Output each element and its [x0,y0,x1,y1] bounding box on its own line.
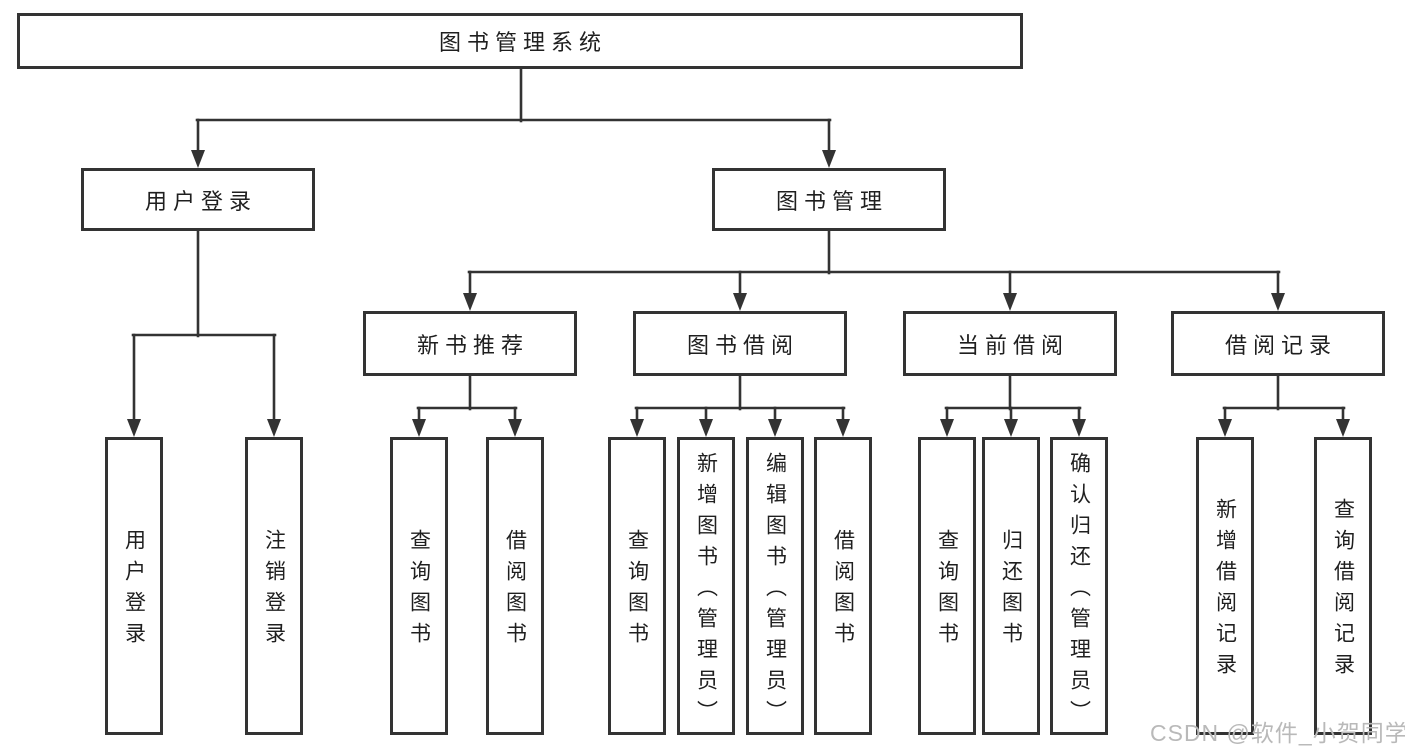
leaf-query-books-recommend: 查询图书 [390,437,448,735]
node-label: 新增借阅记录 [1213,498,1237,684]
arrowhead [1004,419,1018,437]
node-label: 用户登录 [144,188,257,214]
arrowhead [1336,419,1350,437]
arrowhead [733,293,747,311]
watermark-text: CSDN @软件_小贺同学 [1150,720,1405,746]
leaf-edit-books-admin: 编辑图书（管理员） [746,437,804,735]
node-label: 借阅图书 [503,529,527,653]
leaf-borrow-books-recommend: 借阅图书 [486,437,544,735]
arrowhead [127,419,141,437]
node-label: 注销登录 [262,529,286,653]
arrowhead [630,419,644,437]
node-label: 用户登录 [122,529,146,653]
arrowhead [1218,419,1232,437]
node-label: 确认归还（管理员） [1067,451,1091,731]
node-label: 查询图书 [625,529,649,653]
leaf-query-borrow-record: 查询借阅记录 [1314,437,1372,735]
node-label: 当前借阅 [956,332,1069,358]
leaf-query-books-current: 查询图书 [918,437,976,735]
leaf-logout: 注销登录 [245,437,303,735]
node-current-borrow: 当前借阅 [903,311,1117,376]
arrowhead [508,419,522,437]
node-label: 归还图书 [999,529,1023,653]
arrowhead [836,419,850,437]
node-label: 借阅图书 [831,529,855,653]
arrowhead [822,150,836,168]
arrowhead [1072,419,1086,437]
arrowhead [1271,293,1285,311]
arrowhead [699,419,713,437]
leaf-borrow-books: 借阅图书 [814,437,872,735]
arrowhead [940,419,954,437]
node-label: 查询借阅记录 [1331,498,1355,684]
node-library-system: 图书管理系统 [17,13,1023,69]
leaf-add-books-admin: 新增图书（管理员） [677,437,735,735]
node-label: 图书借阅 [686,332,799,358]
arrowhead [463,293,477,311]
node-label: 图书管理系统 [438,30,607,55]
node-user-login-group: 用户登录 [81,168,315,231]
arrowhead [768,419,782,437]
node-borrow-records: 借阅记录 [1171,311,1385,376]
node-book-management: 图书管理 [712,168,946,231]
node-label: 新增图书（管理员） [694,451,718,731]
leaf-add-borrow-record: 新增借阅记录 [1196,437,1254,735]
node-new-book-recommend: 新书推荐 [363,311,577,376]
arrowhead [1003,293,1017,311]
leaf-query-books-borrow: 查询图书 [608,437,666,735]
node-book-borrow: 图书借阅 [633,311,847,376]
node-label: 借阅记录 [1224,332,1337,358]
leaf-user-login: 用户登录 [105,437,163,735]
leaf-confirm-return-admin: 确认归还（管理员） [1050,437,1108,735]
node-label: 图书管理 [775,188,888,214]
node-label: 查询图书 [407,529,431,653]
arrowhead [412,419,426,437]
arrowhead [191,150,205,168]
node-label: 新书推荐 [416,332,529,358]
node-label: 编辑图书（管理员） [763,451,787,731]
leaf-return-books: 归还图书 [982,437,1040,735]
arrowhead [267,419,281,437]
node-label: 查询图书 [935,529,959,653]
